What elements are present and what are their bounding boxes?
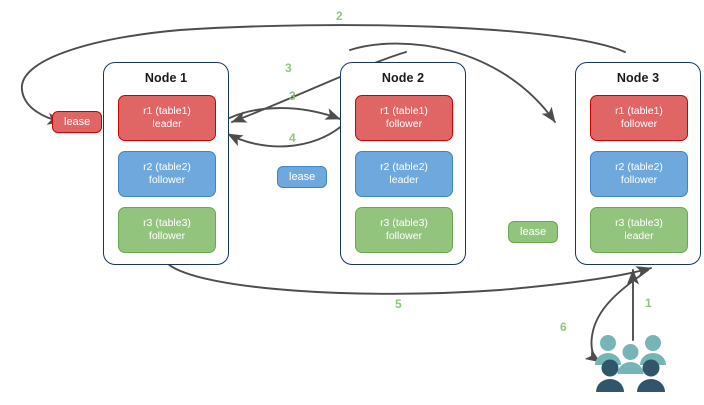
node-1-replica-r3-role: follower	[148, 230, 186, 242]
node-1-replica-r3[interactable]: r3 (table3) follower	[118, 207, 216, 253]
node-1[interactable]: Node 1 r1 (table1) leader r2 (table2) fo…	[103, 62, 229, 265]
node-1-replica-r2[interactable]: r2 (table2) follower	[118, 151, 216, 197]
step-label-6: 6	[560, 320, 567, 334]
node-3-replica-r2-name: r2 (table2)	[615, 161, 663, 173]
node-3-replica-r3-role: leader	[624, 230, 654, 242]
step-label-4: 4	[289, 131, 296, 145]
users-icon-front-row	[596, 359, 665, 392]
node-2-replica-r1-role: follower	[385, 118, 423, 130]
node-3-replica-r3[interactable]: r3 (table3) leader	[590, 207, 688, 253]
lease-badge-r2[interactable]: lease	[277, 166, 328, 188]
node-2-replica-r3[interactable]: r3 (table3) follower	[355, 207, 453, 253]
node-3[interactable]: Node 3 r1 (table1) follower r2 (table2) …	[575, 62, 701, 265]
node-2-replica-r3-name: r3 (table3)	[380, 217, 428, 229]
node-1-replica-r2-role: follower	[148, 174, 186, 186]
node-2-replica-r1[interactable]: r1 (table1) follower	[355, 95, 453, 141]
node-1-title: Node 1	[144, 71, 188, 85]
step-label-2: 2	[336, 9, 343, 23]
step-label-3a: 3	[285, 61, 292, 75]
node-2-title: Node 2	[381, 71, 425, 85]
edge-3-node1-r1-to-node2-r1	[221, 107, 341, 123]
node-2-replica-r2[interactable]: r2 (table2) leader	[355, 151, 453, 197]
users-icon	[595, 335, 666, 392]
node-2-replica-r2-name: r2 (table2)	[380, 161, 428, 173]
node-1-replica-r2-name: r2 (table2)	[143, 161, 191, 173]
step-label-5: 5	[395, 297, 402, 311]
node-3-title: Node 3	[616, 71, 660, 85]
node-1-replica-r1-name: r1 (table1)	[143, 105, 191, 117]
node-2-replica-r1-name: r1 (table1)	[380, 105, 428, 117]
node-1-replica-r3-name: r3 (table3)	[143, 217, 191, 229]
node-3-replica-r2-role: follower	[620, 174, 658, 186]
node-3-replica-r1[interactable]: r1 (table1) follower	[590, 95, 688, 141]
lease-badge-r1[interactable]: lease	[52, 111, 103, 133]
edge-5-node1-to-node3	[167, 263, 652, 295]
node-2[interactable]: Node 2 r1 (table1) follower r2 (table2) …	[340, 62, 466, 265]
step-label-1: 1	[645, 296, 652, 310]
node-1-replica-r1-role: leader	[152, 118, 182, 130]
node-2-replica-r3-role: follower	[385, 230, 423, 242]
node-2-replica-r2-role: leader	[389, 174, 419, 186]
lease-badge-r3[interactable]: lease	[508, 221, 559, 243]
node-3-replica-r3-name: r3 (table3)	[615, 217, 663, 229]
node-3-replica-r1-role: follower	[620, 118, 658, 130]
edge-4-node2-r1-to-node1-r1	[227, 123, 345, 148]
node-1-replica-r1[interactable]: r1 (table1) leader	[118, 95, 216, 141]
step-label-3b: 3	[289, 89, 296, 103]
node-3-replica-r2[interactable]: r2 (table2) follower	[590, 151, 688, 197]
node-3-replica-r1-name: r1 (table1)	[615, 105, 663, 117]
